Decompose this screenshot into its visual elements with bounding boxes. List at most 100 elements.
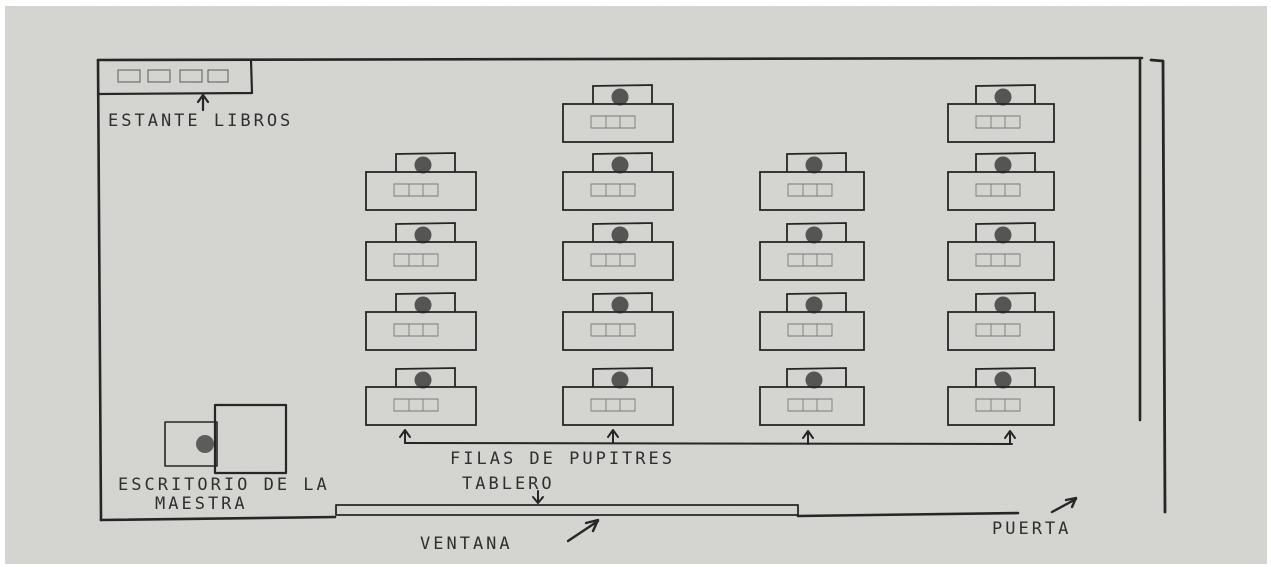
window-arrow	[566, 518, 600, 543]
student-desk	[562, 292, 674, 351]
desk-chair	[975, 84, 1036, 104]
desk-chair	[975, 292, 1036, 312]
student-seat	[994, 156, 1012, 174]
desk-table	[759, 386, 865, 426]
row-arrow-2	[607, 429, 619, 444]
student-desk	[365, 222, 477, 281]
desk-table	[947, 311, 1055, 351]
desk-chair	[786, 367, 847, 387]
student-seat	[611, 156, 629, 174]
student-seat	[611, 226, 629, 244]
desk-table	[365, 241, 477, 281]
desk-chair	[395, 292, 456, 312]
window-label: VENTANA	[420, 534, 513, 554]
desk-sketch	[975, 398, 1021, 412]
desk-sketch	[590, 115, 636, 129]
student-desk	[947, 152, 1055, 211]
desk-chair	[395, 152, 456, 172]
student-seat	[805, 156, 823, 174]
desk-sketch	[590, 253, 636, 267]
desk-table	[947, 171, 1055, 211]
desk-sketch	[975, 115, 1021, 129]
student-seat	[805, 296, 823, 314]
desk-table	[759, 241, 865, 281]
desk-chair	[395, 367, 456, 387]
desk-sketch	[975, 253, 1021, 267]
desk-table	[947, 386, 1055, 426]
desk-sketch	[393, 323, 439, 337]
student-seat	[611, 88, 629, 106]
desk-table	[562, 311, 674, 351]
bookshelf-label: ESTANTE LIBROS	[108, 111, 293, 131]
desk-table	[759, 171, 865, 211]
desk-sketch	[975, 323, 1021, 337]
desk-sketch	[590, 398, 636, 412]
desk-rows-label: FILAS DE PUPITRES	[450, 449, 675, 469]
desk-sketch	[393, 398, 439, 412]
teacher-desk	[164, 403, 288, 475]
desk-table	[562, 386, 674, 426]
desk-chair	[592, 367, 653, 387]
board-label: TABLERO	[462, 474, 555, 494]
student-desk	[365, 367, 477, 426]
desk-table	[759, 311, 865, 351]
desk-table	[365, 386, 477, 426]
student-seat	[611, 296, 629, 314]
teacher-seat	[196, 435, 214, 453]
student-desk	[947, 292, 1055, 351]
student-desk	[562, 222, 674, 281]
student-desk	[759, 367, 865, 426]
desk-sketch	[787, 183, 833, 197]
student-desk	[365, 152, 477, 211]
desk-sketch	[975, 183, 1021, 197]
student-desk	[365, 292, 477, 351]
student-seat	[414, 226, 432, 244]
desk-table	[365, 311, 477, 351]
desk-chair	[786, 292, 847, 312]
student-seat	[611, 371, 629, 389]
student-seat	[994, 88, 1012, 106]
student-seat	[414, 371, 432, 389]
student-desk	[947, 222, 1055, 281]
student-seat	[414, 296, 432, 314]
desk-table	[947, 241, 1055, 281]
desk-chair	[592, 292, 653, 312]
desk-chair	[786, 222, 847, 242]
door-label: PUERTA	[992, 519, 1071, 539]
board-arrow	[532, 490, 544, 504]
door-arrow	[1050, 496, 1078, 514]
bookshelf-arrow	[196, 93, 210, 112]
student-seat	[994, 371, 1012, 389]
student-seat	[805, 371, 823, 389]
desk-sketch	[393, 253, 439, 267]
bookshelf	[96, 58, 254, 112]
desk-chair	[592, 84, 653, 104]
student-desk	[947, 84, 1055, 143]
student-seat	[805, 226, 823, 244]
desk-chair	[592, 222, 653, 242]
desk-sketch	[590, 183, 636, 197]
desk-chair	[592, 152, 653, 172]
desk-sketch	[787, 253, 833, 267]
desk-table	[947, 103, 1055, 143]
teacher-desk-label-line2: MAESTRA	[155, 494, 248, 514]
row-arrow-1	[399, 429, 411, 444]
student-desk	[947, 367, 1055, 426]
desk-sketch	[393, 183, 439, 197]
desk-table	[365, 171, 477, 211]
desk-table	[562, 103, 674, 143]
room-outline	[96, 56, 1167, 522]
desk-chair	[786, 152, 847, 172]
student-seat	[414, 156, 432, 174]
student-desk	[562, 152, 674, 211]
row-arrow-4	[1004, 430, 1016, 445]
student-desk	[562, 367, 674, 426]
desk-row-arrows	[399, 429, 1016, 445]
desk-sketch	[590, 323, 636, 337]
student-desks	[365, 84, 1055, 426]
desk-sketch	[787, 398, 833, 412]
desk-chair	[975, 152, 1036, 172]
student-desk	[759, 292, 865, 351]
student-seat	[994, 226, 1012, 244]
